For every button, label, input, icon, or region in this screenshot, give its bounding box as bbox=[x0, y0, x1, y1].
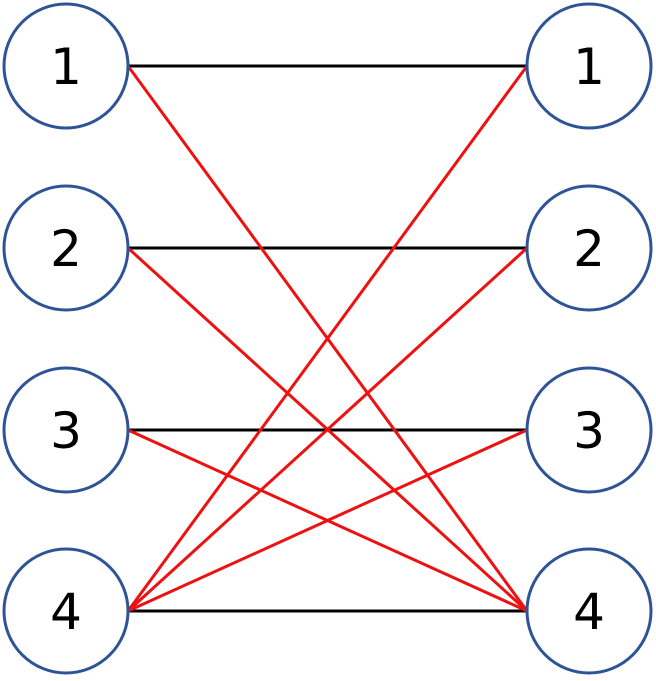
right-node-2: 2 bbox=[525, 184, 653, 312]
edge-l4-r2 bbox=[126, 246, 529, 613]
right-node-1: 1 bbox=[525, 2, 653, 130]
left-node-4: 4 bbox=[2, 547, 130, 675]
right-node-label: 3 bbox=[573, 402, 605, 460]
right-node-4: 4 bbox=[525, 547, 653, 675]
left-node-circle bbox=[2, 366, 130, 494]
left-node-label: 1 bbox=[50, 38, 82, 96]
right-node-circle bbox=[525, 366, 653, 494]
right-node-label: 4 bbox=[573, 583, 605, 641]
left-node-2: 2 bbox=[2, 184, 130, 312]
left-node-3: 3 bbox=[2, 366, 130, 494]
left-node-circle bbox=[2, 2, 130, 130]
right-node-3: 3 bbox=[525, 366, 653, 494]
edges-layer bbox=[126, 64, 529, 613]
edge-l4-r3 bbox=[127, 428, 528, 613]
right-node-circle bbox=[525, 184, 653, 312]
right-node-label: 2 bbox=[573, 220, 605, 278]
left-node-label: 4 bbox=[50, 583, 82, 641]
left-node-circle bbox=[2, 547, 130, 675]
edge-l4-r1 bbox=[126, 65, 529, 612]
right-node-circle bbox=[525, 2, 653, 130]
left-node-circle bbox=[2, 184, 130, 312]
right-node-label: 1 bbox=[573, 38, 605, 96]
left-node-label: 3 bbox=[50, 402, 82, 460]
left-node-1: 1 bbox=[2, 2, 130, 130]
left-node-label: 2 bbox=[50, 220, 82, 278]
right-node-circle bbox=[525, 547, 653, 675]
